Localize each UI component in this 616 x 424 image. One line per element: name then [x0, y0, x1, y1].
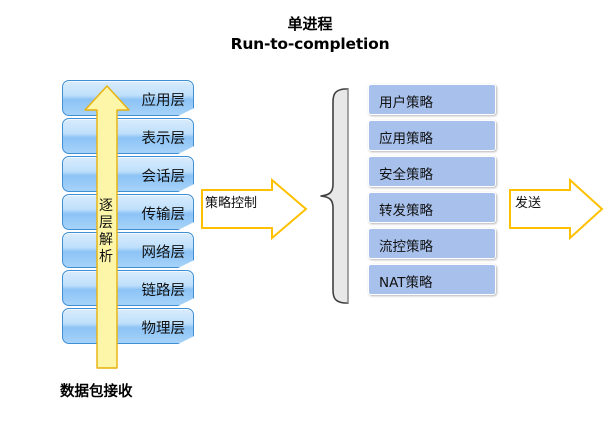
osi-layer-box: 链路层 — [62, 270, 194, 306]
policy-item-label: 流控策略 — [379, 238, 433, 255]
policy-item-label: 安全策略 — [379, 166, 433, 183]
send-arrow-label: 发送 — [515, 196, 542, 211]
title-line-1: 单进程 — [287, 15, 333, 33]
up-arrow-label: 逐 层 解 析 — [94, 198, 118, 266]
osi-layer-box: 表示层 — [62, 118, 194, 154]
policy-item: NAT策略 — [368, 264, 496, 295]
up-arrow-label-char: 析 — [99, 249, 113, 265]
policy-control-arrow-label: 策略控制 — [205, 196, 258, 211]
policy-item-label: 用户策略 — [379, 94, 433, 111]
policy-item: 安全策略 — [368, 156, 496, 187]
left-curly-brace-icon — [318, 86, 358, 306]
osi-layer-label: 应用层 — [141, 92, 186, 109]
up-arrow-label-char: 逐 — [99, 198, 113, 214]
policy-item-label: NAT策略 — [379, 274, 433, 291]
osi-layer-stack: 应用层 表示层 会话层 传输层 网络层 链路层 物理层 — [62, 80, 194, 346]
policy-item: 用户策略 — [368, 84, 496, 115]
osi-layer-label: 表示层 — [141, 130, 186, 147]
osi-layer-box: 传输层 — [62, 194, 194, 230]
osi-layer-box: 网络层 — [62, 232, 194, 268]
osi-layer-label: 物理层 — [141, 320, 186, 337]
osi-layer-label: 链路层 — [141, 282, 186, 299]
osi-layer-box: 会话层 — [62, 156, 194, 192]
policy-item-label: 应用策略 — [379, 130, 433, 147]
osi-layer-box: 物理层 — [62, 308, 194, 344]
policy-item-label: 转发策略 — [379, 202, 433, 219]
policy-item: 流控策略 — [368, 228, 496, 259]
policy-list: 用户策略 应用策略 安全策略 转发策略 流控策略 NAT策略 — [368, 84, 496, 300]
policy-control-arrow-icon — [200, 178, 308, 240]
osi-layer-label: 网络层 — [141, 244, 186, 261]
up-arrow-label-char: 解 — [99, 232, 113, 248]
up-arrow-icon — [83, 84, 131, 370]
osi-layer-label: 传输层 — [141, 206, 186, 223]
up-arrow-label-char: 层 — [99, 215, 113, 231]
policy-item: 应用策略 — [368, 120, 496, 151]
packet-receive-caption: 数据包接收 — [60, 384, 133, 400]
title-line-2: Run-to-completion — [230, 35, 390, 53]
send-arrow-icon — [508, 178, 604, 240]
diagram-title: 单进程 Run-to-completion — [150, 14, 470, 54]
osi-layer-label: 会话层 — [141, 168, 186, 185]
policy-item: 转发策略 — [368, 192, 496, 223]
